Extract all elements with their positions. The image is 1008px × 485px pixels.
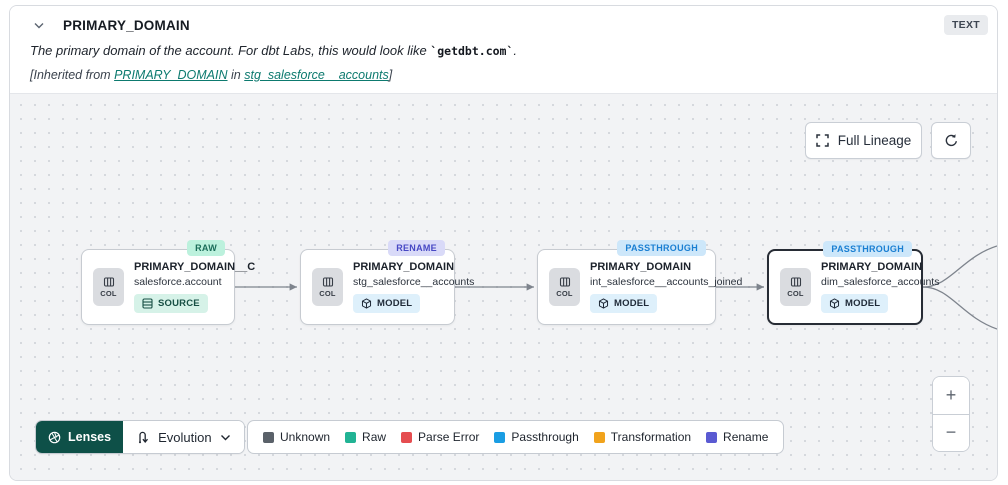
column-title: PRIMARY_DOMAIN xyxy=(63,17,190,33)
inherited-column-link[interactable]: PRIMARY_DOMAIN xyxy=(114,68,228,82)
inline-code: `getdbt.com` xyxy=(430,44,514,58)
resource-type-badge: MODEL xyxy=(353,294,421,313)
node-title: PRIMARY_DOMAIN xyxy=(821,261,923,273)
lineage-canvas[interactable]: Full Lineage RAW COL PRIMARY_DOMAIN__C s… xyxy=(10,94,997,480)
model-cube-icon xyxy=(598,298,609,309)
legend-swatch xyxy=(263,431,274,443)
columns-icon xyxy=(322,277,333,287)
column-chip: COL xyxy=(780,268,811,306)
refresh-icon xyxy=(944,133,959,148)
legend-swatch xyxy=(401,431,413,443)
node-subtitle: dim_salesforce_accounts xyxy=(821,276,940,288)
inherited-note: [Inherited from PRIMARY_DOMAIN in stg_sa… xyxy=(30,68,393,82)
node-subtitle: salesforce.account xyxy=(134,276,222,288)
lineage-node-staging[interactable]: RENAME COL PRIMARY_DOMAIN stg_salesforce… xyxy=(300,240,474,325)
lineage-node-dim-selected[interactable]: PASSTHROUGH COL PRIMARY_DOMAIN dim_sales… xyxy=(767,241,939,325)
column-chip: COL xyxy=(549,268,580,306)
resource-type-badge: MODEL xyxy=(590,294,658,313)
chevron-down-icon xyxy=(220,434,230,440)
evolution-badge: PASSTHROUGH xyxy=(823,241,912,257)
zoom-in-button[interactable]: + xyxy=(933,377,969,415)
model-cube-icon xyxy=(361,298,372,309)
lens-selector-dropdown[interactable]: Evolution xyxy=(123,421,244,453)
zoom-control: + − xyxy=(932,376,970,452)
column-chip: COL xyxy=(93,268,124,306)
legend-swatch xyxy=(494,431,506,443)
column-lineage-card: PRIMARY_DOMAIN TEXT The primary domain o… xyxy=(9,5,998,481)
lenses-button[interactable]: Lenses xyxy=(36,421,124,453)
lens-aperture-icon xyxy=(48,431,61,443)
full-lineage-button[interactable]: Full Lineage xyxy=(805,122,922,159)
legend-item: Unknown xyxy=(263,430,330,444)
node-title: PRIMARY_DOMAIN xyxy=(590,261,692,273)
legend-swatch xyxy=(706,431,718,443)
evolution-badge: RAW xyxy=(187,240,225,256)
inherited-model-link[interactable]: stg_salesforce__accounts xyxy=(244,68,389,82)
columns-icon xyxy=(790,277,801,287)
lineage-node-source[interactable]: RAW COL PRIMARY_DOMAIN__C salesforce.acc… xyxy=(81,240,255,325)
full-lineage-label: Full Lineage xyxy=(837,133,912,148)
node-title: PRIMARY_DOMAIN xyxy=(353,261,455,273)
collapse-chevron-icon[interactable] xyxy=(29,15,49,35)
expand-icon xyxy=(815,134,829,147)
legend-swatch xyxy=(593,431,605,443)
resource-type-badge: MODEL xyxy=(821,294,889,313)
data-type-badge: TEXT xyxy=(943,15,988,35)
resource-type-badge: SOURCE xyxy=(134,294,208,313)
model-cube-icon xyxy=(829,298,840,309)
legend-swatch xyxy=(345,431,357,443)
legend-item: Parse Error xyxy=(401,430,479,444)
legend-item: Rename xyxy=(706,430,768,444)
column-description: The primary domain of the account. For d… xyxy=(30,43,518,58)
legend-item: Passthrough xyxy=(494,430,579,444)
node-subtitle: int_salesforce__accounts_joined xyxy=(590,276,743,288)
node-title: PRIMARY_DOMAIN__C xyxy=(134,261,256,273)
node-subtitle: stg_salesforce__accounts xyxy=(353,276,475,288)
evolution-badge: PASSTHROUGH xyxy=(617,240,706,256)
columns-icon xyxy=(103,277,114,287)
legend-item: Transformation xyxy=(593,430,691,444)
legend-item: Raw xyxy=(345,430,386,444)
evolution-badge: RENAME xyxy=(388,240,445,256)
evolution-legend: Unknown Raw Parse Error Passthrough Tran… xyxy=(247,420,785,454)
column-header: PRIMARY_DOMAIN TEXT The primary domain o… xyxy=(10,6,997,94)
lenses-control: Lenses Evolution xyxy=(35,420,245,454)
lineage-node-intermediate[interactable]: PASSTHROUGH COL PRIMARY_DOMAIN int_sales… xyxy=(537,240,742,325)
columns-icon xyxy=(559,277,570,287)
source-icon xyxy=(142,298,153,309)
evolution-icon xyxy=(139,431,149,443)
zoom-out-button[interactable]: − xyxy=(933,414,969,451)
refresh-button[interactable] xyxy=(931,122,971,159)
column-chip: COL xyxy=(312,268,343,306)
